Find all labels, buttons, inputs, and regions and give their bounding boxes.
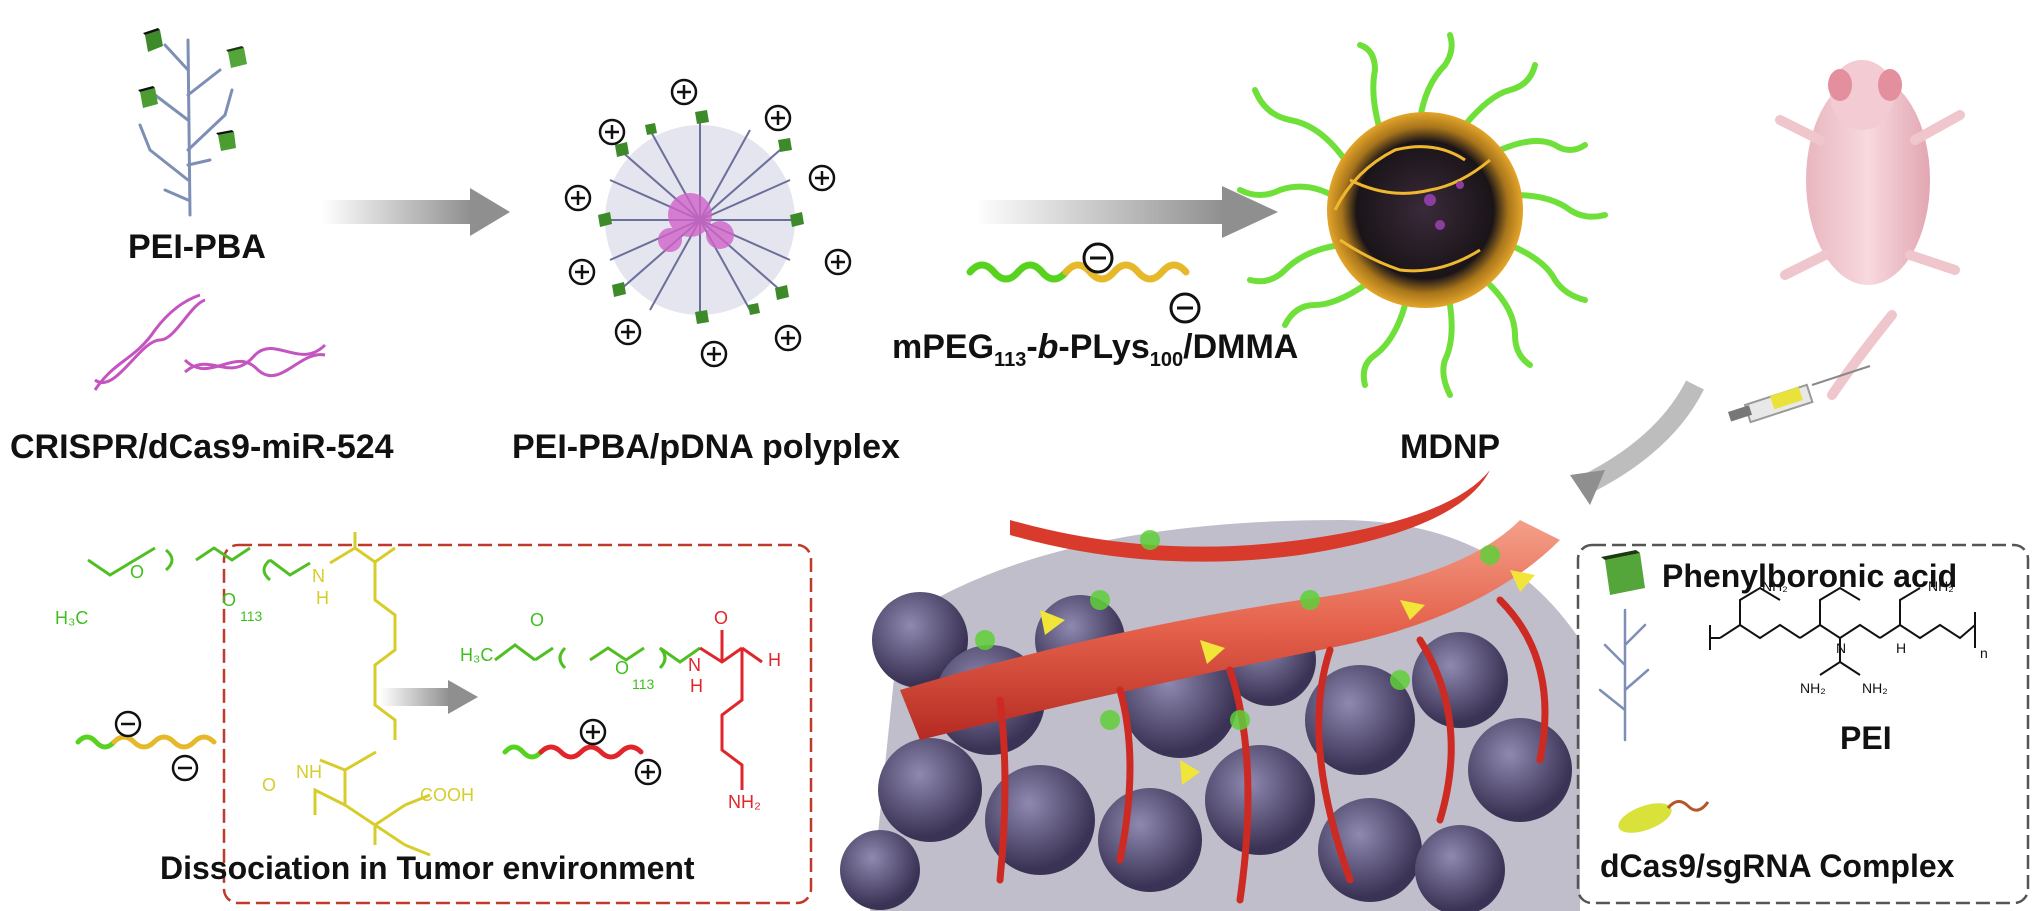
masked-negative-charges [114,710,199,782]
label-copolymer: mPEG113-b-PLys100/DMMA [892,328,1298,372]
copolymer-part-plys: -PLys [1058,328,1150,366]
pba-legend-icon [1601,550,1645,595]
chem-o2-right: O [615,658,630,678]
unmasked-chain-icon [502,744,644,760]
pdna-helix-icons [93,293,327,391]
chem-h-left: H [316,588,329,608]
copolymer-dash: - [1026,328,1038,366]
chem-o-right: O [530,610,545,630]
chem-cooh: COOH [420,785,474,805]
label-dissociation: Dissociation in Tumor environment [160,850,695,886]
copolymer-sub-113: 113 [994,348,1027,371]
chem-nh-side: NH [296,762,322,782]
label-phenylboronic-acid: Phenylboronic acid [1662,558,1958,594]
arrow-1 [322,188,510,236]
mdnp-nanoparticle-icon [1237,32,1608,398]
chem-o-left: O [130,562,145,582]
chem-o2-left: O [222,590,237,610]
label-dcas9-complex: dCas9/sgRNA Complex [1600,848,1955,884]
copolymer-sub-100: 100 [1149,348,1184,371]
masked-chain-icon [75,734,217,750]
label-mdnp: MDNP [1400,428,1501,466]
chem-n-right: N [688,655,701,675]
positive-charge-icons [564,78,852,368]
chem-pei-nh2-a: NH₂ [1762,578,1788,594]
syringe-icon [1728,365,1871,424]
chem-113-right: 113 [632,676,655,692]
label-pei-pba: PEI-PBA [128,228,266,266]
arrow-3-curved [1570,380,1704,505]
chem-h3c-right: H₃C [460,645,494,665]
pba-cube-icons [138,28,247,151]
chem-pei-n-sub: n [1980,645,1988,661]
chem-pei-h: H [1896,640,1907,656]
chem-pei-nh2-d: NH₂ [1862,680,1888,696]
unmasked-polymer-structure [494,630,763,790]
mouse-icon [1775,60,1965,400]
chem-113-left: 113 [240,608,263,624]
label-polyplex: PEI-PBA/pDNA polyplex [512,428,900,466]
chem-nh2-right: NH₂ [728,792,761,812]
copolymer-b: b [1037,328,1059,366]
polyplex-icon [598,110,804,324]
legend-box [1576,543,2030,905]
copolymer-part-dmma: /DMMA [1183,328,1299,366]
label-pei: PEI [1840,720,1892,756]
dissociation-box [222,543,813,905]
chem-o-amide: O [262,775,277,795]
label-crispr: CRISPR/dCas9-miR-524 [10,428,394,466]
chem-h2-right: H [768,650,781,670]
chem-n-left: N [312,566,325,586]
chem-pei-nh2-b: NH₂ [1928,578,1954,594]
pei-structure-formula [1709,586,1976,676]
chem-h-right: H [690,676,703,696]
negative-charge-icons [1082,242,1201,324]
chem-pei-nh2-c: NH₂ [1800,680,1826,696]
copolymer-part-mpeg: mPEG [892,328,995,366]
chem-pei-n: N [1836,640,1847,656]
tumor-vasculature-illustration [840,470,1580,911]
chem-o-carb-right: O [714,608,729,628]
copolymer-chain-icon [966,261,1190,283]
masked-polymer-structure [87,532,431,857]
arrow-2 [975,186,1278,238]
unmasked-positive-charges [579,718,662,786]
pei-legend-branch-icon [1598,608,1650,742]
chem-h3c-left: H₃C [55,608,89,628]
dcas9-complex-icon [1618,800,1710,833]
arrow-4 [380,680,478,714]
pei-pba-branch-icon [138,38,234,217]
